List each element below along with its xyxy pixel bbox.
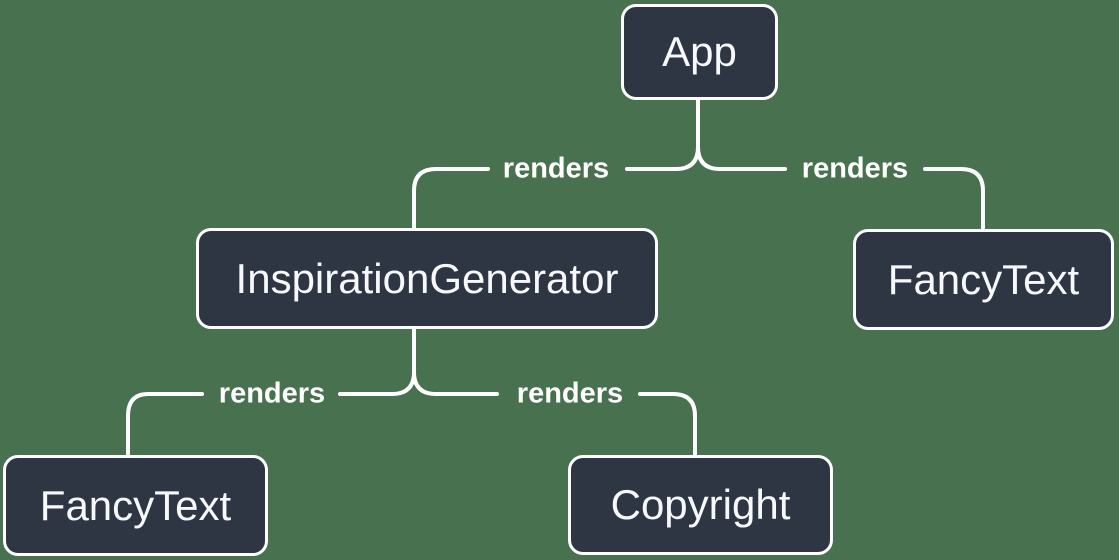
edge-label-renders-inspiration-copyright: renders [516,377,624,410]
edge-label-renders-app-fancytext: renders [801,152,909,185]
node-copyright: Copyright [568,455,833,555]
edge-label-renders-inspiration-fancytext: renders [218,377,326,410]
edge-label-renders-app-inspiration: renders [502,152,610,185]
node-fancy-text-bottom: FancyText [3,455,268,556]
edge-app-to-fancy-text [696,145,985,231]
edge-inspiration-generator-to-copyright [412,370,697,458]
node-fancy-text-top: FancyText [853,229,1114,330]
node-inspiration-generator: InspirationGenerator [196,228,658,329]
node-app: App [621,4,778,100]
